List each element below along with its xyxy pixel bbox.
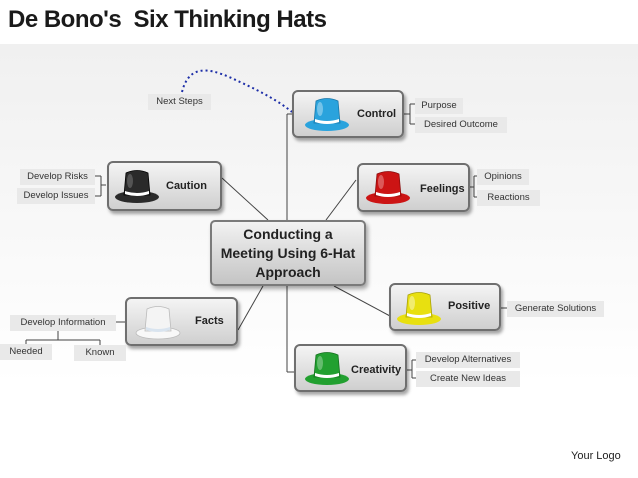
yellow-hat-icon — [397, 292, 441, 325]
node-facts[interactable]: Facts — [125, 297, 238, 346]
node-feelings[interactable]: Feelings — [357, 163, 470, 212]
node-control[interactable]: Control — [292, 90, 404, 138]
node-positive[interactable]: Positive — [389, 283, 501, 331]
creativity-label: Creativity — [351, 364, 402, 376]
tag-next-steps: Next Steps — [148, 94, 211, 110]
tag-purpose: Purpose — [415, 98, 463, 114]
tag-develop-risks: Develop Risks — [20, 169, 95, 185]
next-steps-dotted-arrow — [181, 69, 293, 113]
tag-create-new-ideas: Create New Ideas — [416, 371, 520, 387]
tag-develop-alternatives: Develop Alternatives — [416, 352, 520, 368]
black-hat-icon — [115, 170, 159, 203]
tag-reactions: Reactions — [477, 190, 540, 206]
center-topic-box[interactable]: Conducting a Meeting Using 6-Hat Approac… — [210, 220, 366, 286]
tag-known: Known — [74, 345, 126, 361]
caution-label: Caution — [166, 180, 207, 192]
green-hat-icon — [305, 352, 349, 385]
logo-placeholder: Your Logo — [571, 450, 621, 462]
center-topic-label: Conducting a Meeting Using 6-Hat Approac… — [220, 225, 356, 280]
feelings-label: Feelings — [420, 183, 465, 195]
tag-develop-information: Develop Information — [10, 315, 116, 331]
red-hat-icon — [366, 171, 410, 204]
positive-label: Positive — [448, 300, 491, 312]
tag-needed: Needed — [0, 344, 52, 360]
bracket-creativity — [407, 359, 418, 379]
tag-desired-outcome: Desired Outcome — [415, 117, 507, 133]
bracket-facts-sub — [25, 330, 101, 346]
node-creativity[interactable]: Creativity — [294, 344, 407, 392]
connector-facts — [237, 285, 264, 331]
blue-hat-icon — [305, 98, 349, 131]
tag-generate-solutions: Generate Solutions — [507, 301, 604, 317]
connector-positive — [333, 285, 391, 317]
page-title: De Bono's Six Thinking Hats — [8, 6, 327, 33]
facts-label: Facts — [195, 315, 224, 327]
node-caution[interactable]: Caution — [107, 161, 222, 211]
bracket-feelings — [470, 175, 478, 198]
white-hat-icon — [135, 306, 181, 340]
control-label: Control — [357, 108, 397, 120]
connector-feelings — [325, 179, 357, 221]
connector-caution — [221, 177, 269, 221]
bracket-caution — [95, 175, 106, 197]
bracket-control — [404, 103, 416, 125]
tag-opinions: Opinions — [477, 169, 529, 185]
tag-develop-issues: Develop Issues — [17, 188, 95, 204]
